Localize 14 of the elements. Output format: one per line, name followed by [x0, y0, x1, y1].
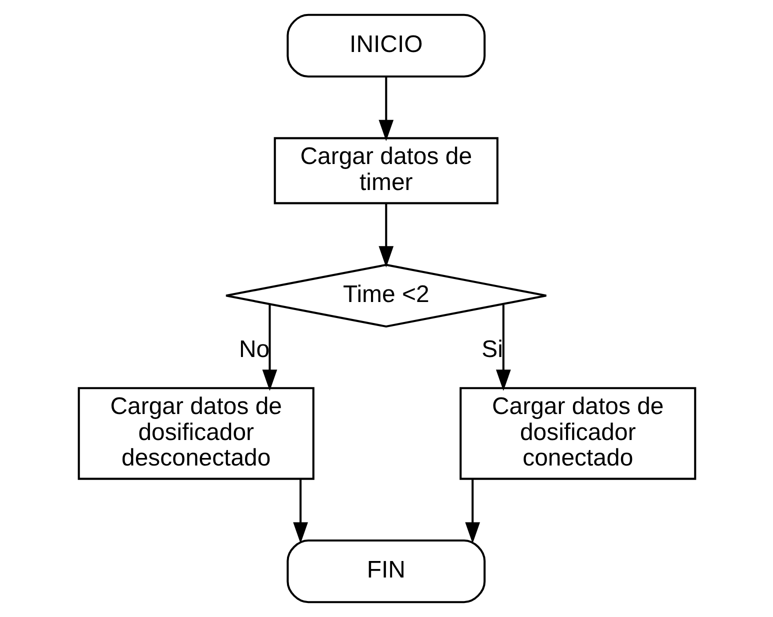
- node-diamond: Time <2: [224, 264, 547, 328]
- node-box: FIN: [286, 539, 486, 604]
- node-box: Cargar datos de dosificador desconectado: [77, 387, 314, 480]
- arrow: [378, 204, 394, 268]
- node-box: INICIO: [286, 14, 486, 78]
- arrow: [378, 76, 394, 142]
- node-box: Cargar datos de timer: [273, 137, 498, 204]
- arrow: [292, 479, 308, 544]
- node-box: Cargar datos de dosificador conectado: [459, 387, 696, 480]
- edge-label: Si: [481, 336, 502, 363]
- arrow: [262, 304, 277, 391]
- edge-label: No: [238, 336, 270, 363]
- arrow: [464, 479, 480, 544]
- arrow: [495, 304, 510, 391]
